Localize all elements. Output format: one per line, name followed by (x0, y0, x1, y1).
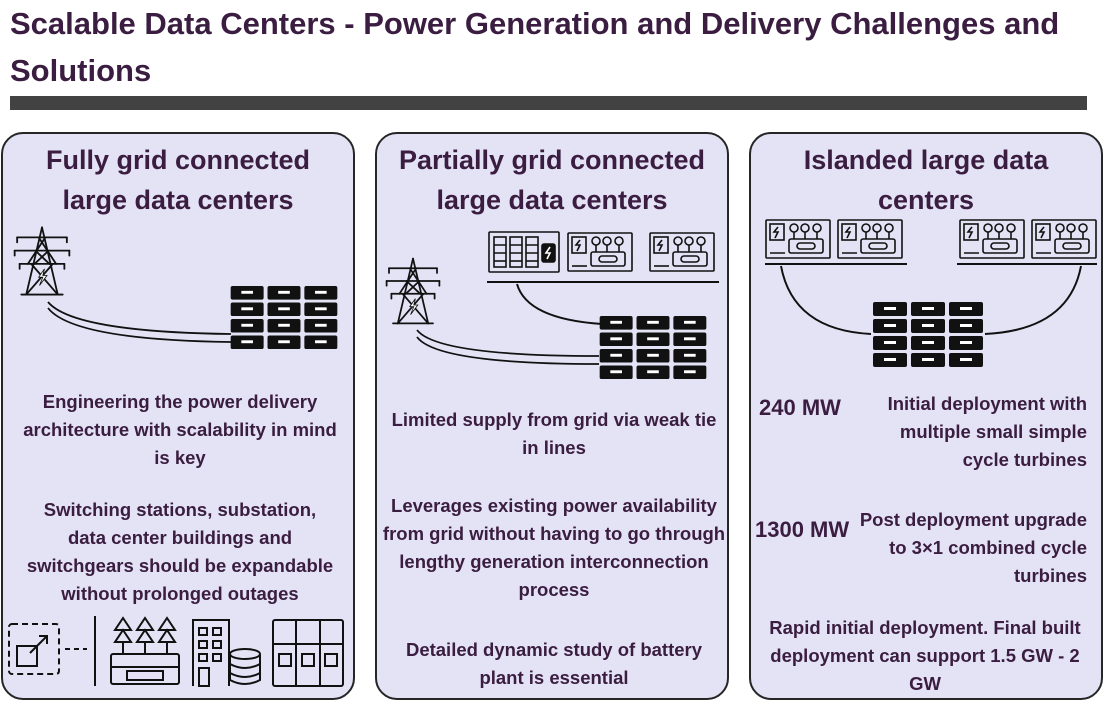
divider-line (65, 616, 96, 686)
card-title: Partially grid connected large data cent… (398, 145, 706, 215)
server-rack-icon (599, 316, 707, 380)
grid-power-lines (47, 301, 232, 343)
generator-icon (649, 232, 715, 272)
expansion-box-icon (8, 623, 60, 675)
card-text: Leverages existing power availability fr… (382, 495, 726, 600)
generator-icon (837, 219, 903, 259)
substation-icon (110, 616, 180, 685)
card-text: Detailed dynamic study of battery plant … (405, 639, 703, 688)
stage-description: Post deployment upgrade to 3×1 combined … (859, 509, 1087, 586)
transmission-tower-icon (385, 257, 441, 325)
battery-storage-icon (488, 231, 560, 273)
generator-icon (765, 219, 831, 259)
card-title: Fully grid connected large data centers (45, 145, 311, 215)
grid-connection-illustration (8, 226, 344, 687)
card-text: Limited supply from grid via weak tie in… (391, 409, 717, 458)
title-divider (10, 96, 1087, 110)
card-islanded: Islanded large data centers 240 MW Initi… (749, 132, 1103, 700)
capacity-label: 1300 MW (755, 517, 850, 542)
islanded-power-bus (765, 263, 1097, 335)
onsite-power-bus (487, 281, 719, 325)
data-center-building-icon (192, 619, 261, 687)
partial-grid-illustration (385, 231, 719, 380)
islanded-illustration (765, 219, 1097, 367)
switchgear-icon (272, 619, 344, 687)
card-fully-grid-connected: Fully grid connected large data centers (1, 132, 355, 700)
generator-icon (1031, 219, 1097, 259)
transmission-tower-icon (13, 226, 71, 296)
server-rack-icon (230, 286, 338, 350)
capacity-label: 240 MW (759, 395, 841, 420)
page-title: Scalable Data Centers - Power Generation… (10, 6, 1060, 88)
summary-text: Rapid initial deployment. Final built de… (769, 617, 1081, 694)
card-title: Islanded large data centers (803, 145, 1049, 215)
server-rack-icon (873, 302, 983, 367)
generator-icon (567, 232, 633, 272)
weak-tie-in-lines (416, 329, 600, 365)
generator-icon (959, 219, 1025, 259)
stage-description: Initial deployment with multiple small s… (887, 393, 1087, 470)
card-text: Engineering the power delivery architect… (23, 391, 337, 468)
card-text: Switching stations, substation, data cen… (26, 499, 334, 604)
card-partially-grid-connected: Partially grid connected large data cent… (375, 132, 729, 700)
